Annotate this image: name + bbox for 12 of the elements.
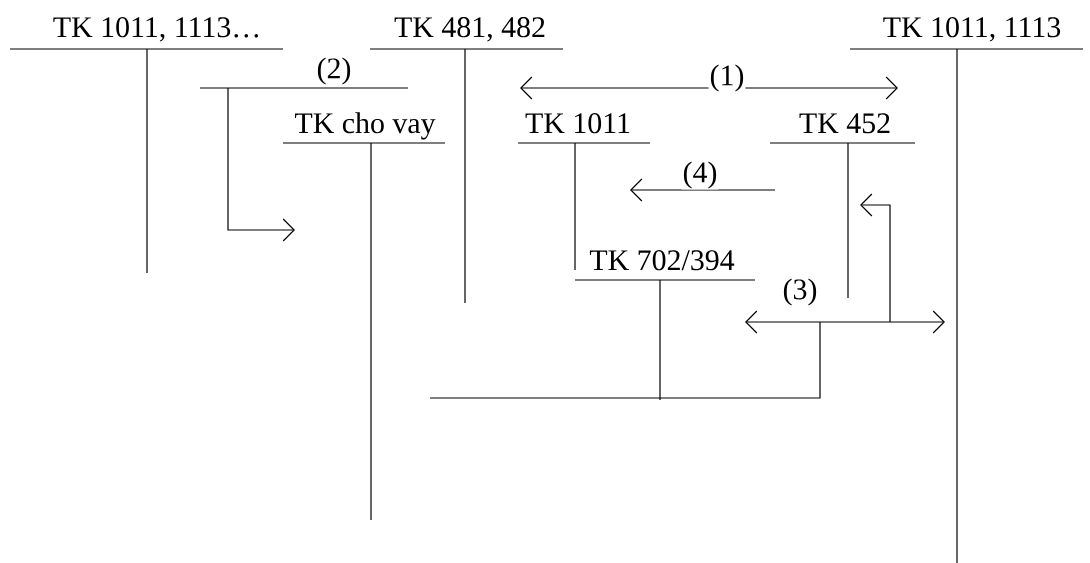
arrow: [745, 310, 945, 334]
t-account: TK 702/394: [574, 250, 756, 401]
t-account: TK cho vay: [282, 112, 446, 521]
edge-label: (3): [781, 277, 819, 307]
edge-label: (4): [681, 160, 719, 190]
edge-label: (2): [315, 56, 353, 86]
arrow: [520, 76, 898, 100]
edge-label: (1): [708, 63, 746, 93]
t-account: TK 1011, 1113…: [9, 17, 284, 274]
arrow: [227, 87, 295, 242]
arrow: [860, 193, 891, 323]
arrow: [630, 178, 776, 202]
